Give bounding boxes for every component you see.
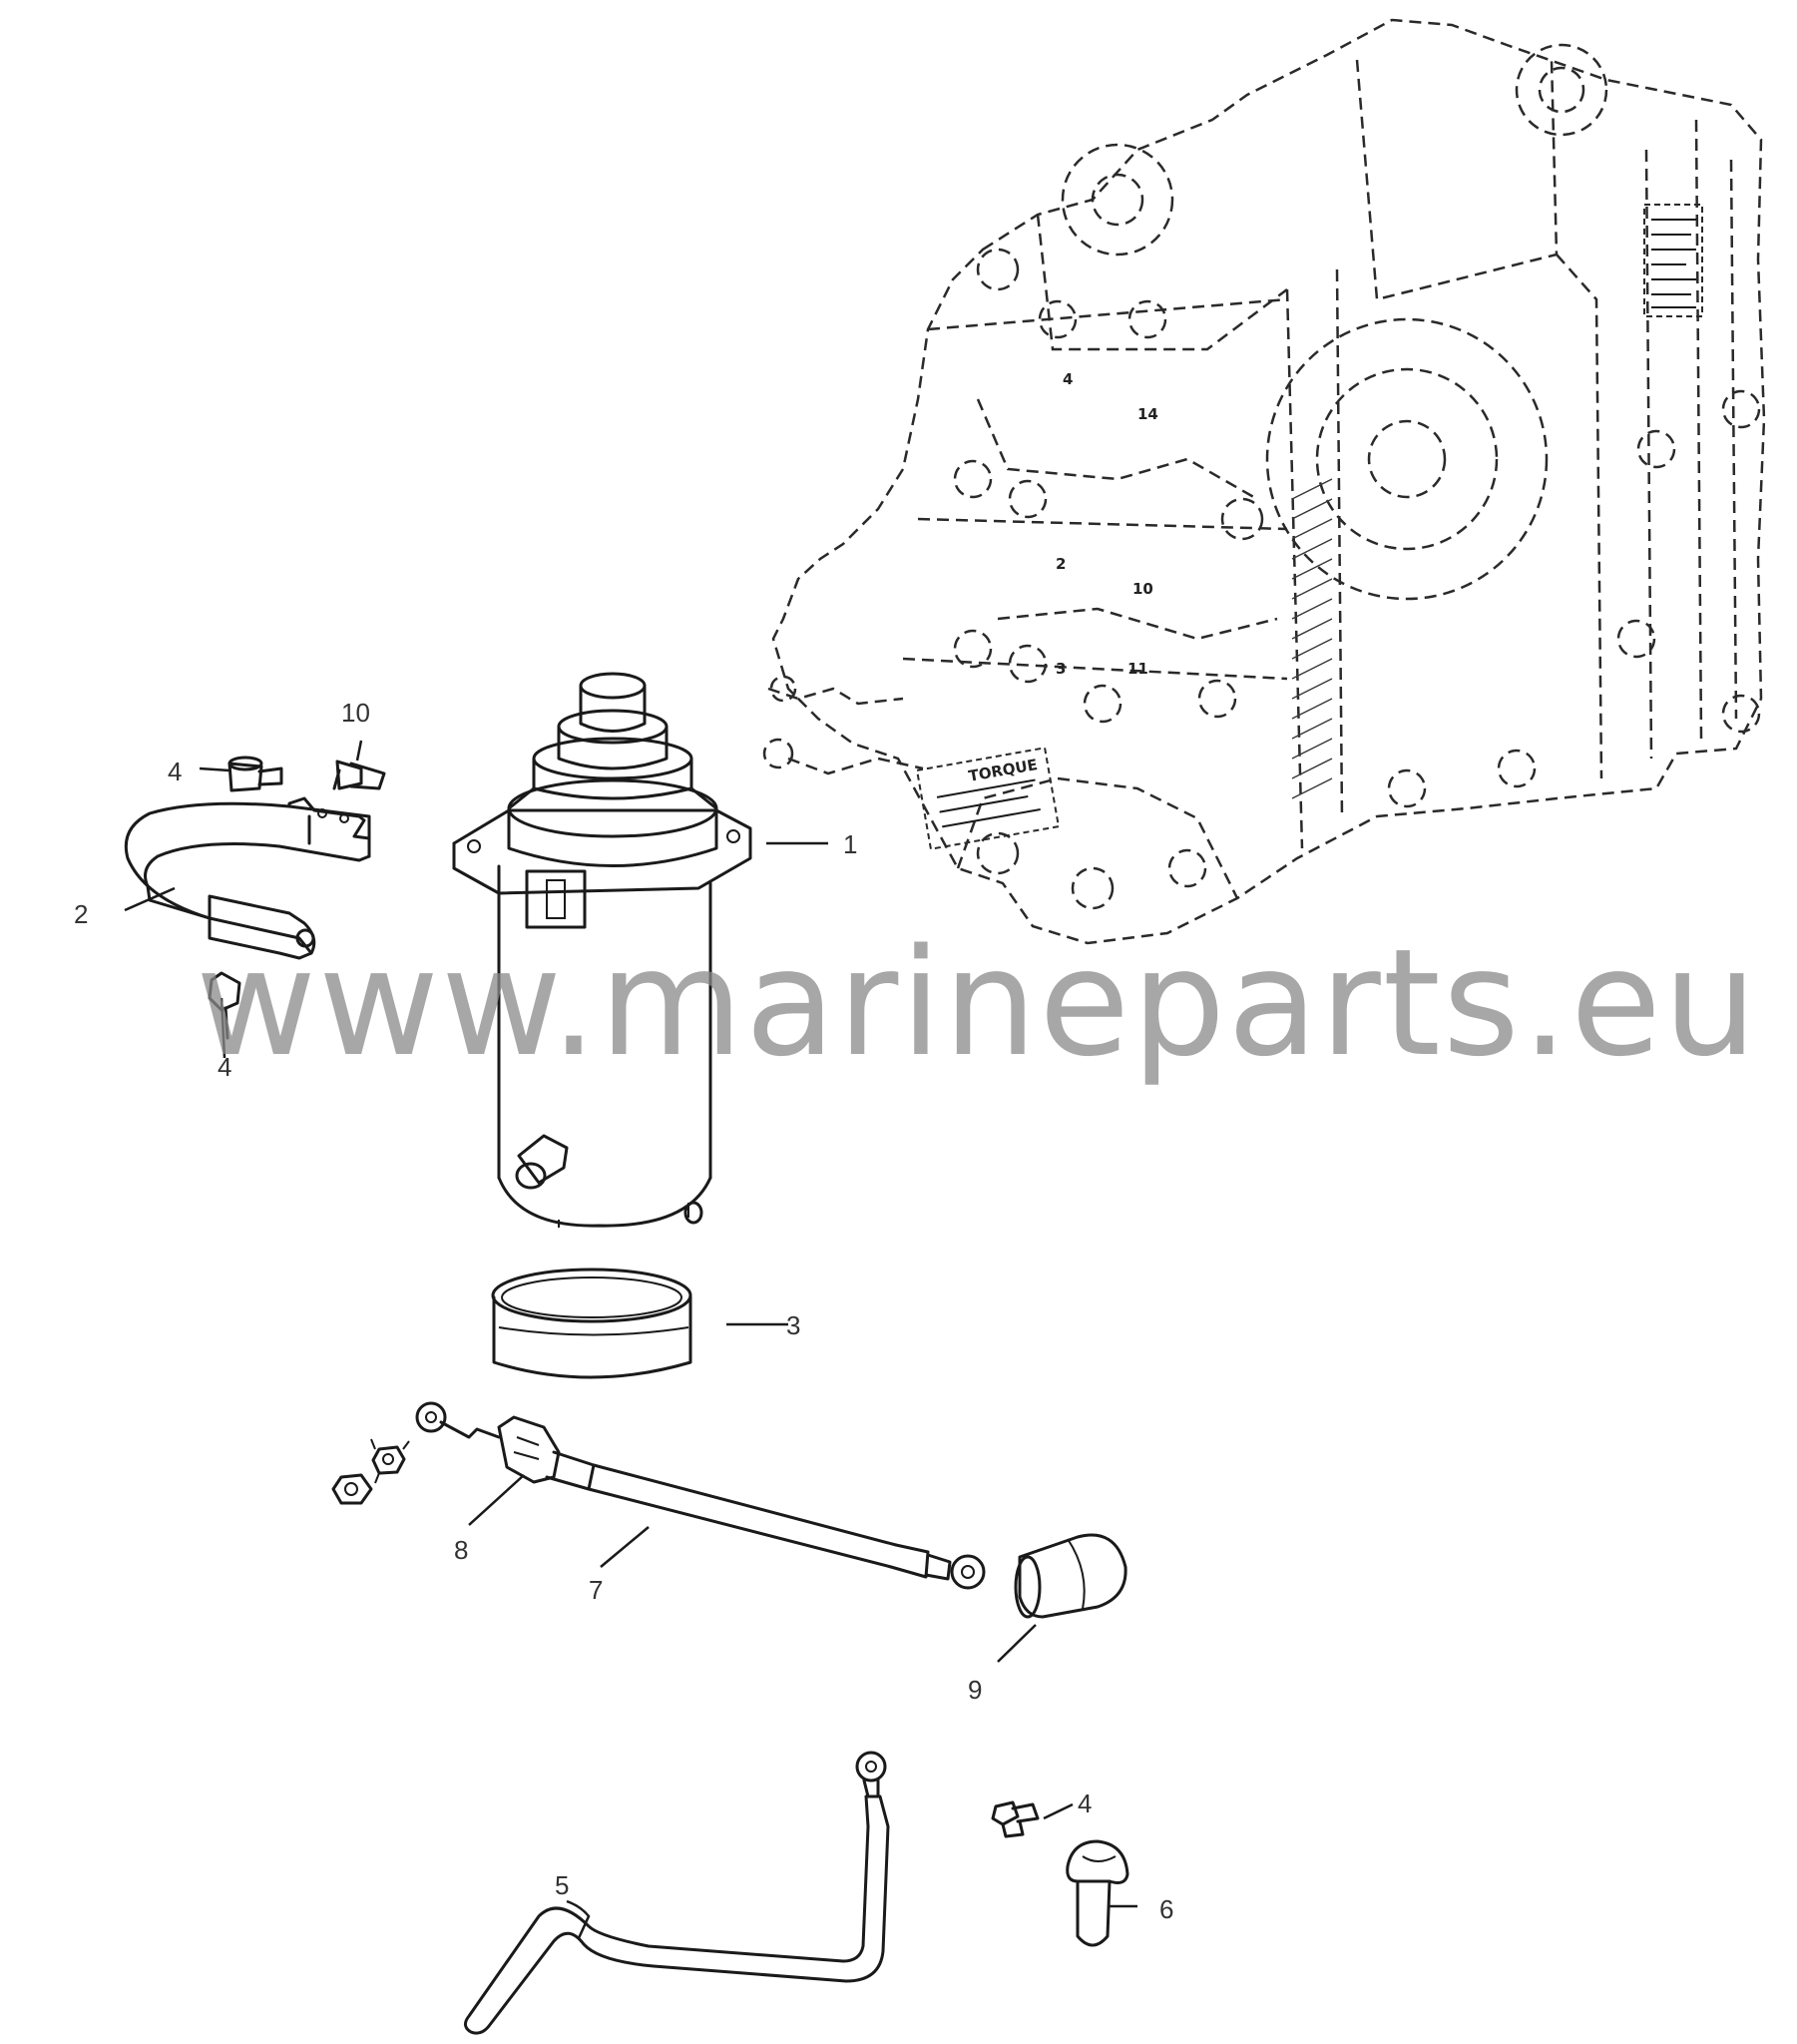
callout-6: 6 bbox=[1159, 1894, 1173, 1924]
engine-label-4: 4 bbox=[1063, 370, 1073, 388]
leader-lines bbox=[124, 740, 1137, 1939]
callout-2: 2 bbox=[74, 899, 88, 929]
rubber-cap[interactable] bbox=[1066, 1839, 1129, 1947]
watermark-text: www.marineparts.eu bbox=[196, 917, 1759, 1089]
engine-label-3: 3 bbox=[1056, 660, 1066, 678]
engine-label-block bbox=[1643, 204, 1703, 317]
engine-label-2: 2 bbox=[1056, 555, 1066, 573]
callout-9: 9 bbox=[968, 1675, 982, 1705]
callout-7: 7 bbox=[589, 1575, 603, 1605]
gasket-hatching bbox=[1291, 478, 1333, 799]
bolt-upper[interactable] bbox=[227, 756, 283, 792]
callout-numbers: 1 2 3 4 4 4 5 6 7 8 9 10 bbox=[74, 698, 1173, 1924]
callout-10: 10 bbox=[341, 698, 370, 728]
callout-5: 5 bbox=[555, 1870, 569, 1900]
callout-4-lower-left: 4 bbox=[218, 1052, 231, 1082]
callout-3: 3 bbox=[786, 1310, 800, 1340]
starter-motor[interactable] bbox=[452, 672, 752, 1228]
bolt-lower-right[interactable] bbox=[991, 1800, 1040, 1838]
callout-1: 1 bbox=[843, 829, 857, 859]
engine-label-10: 10 bbox=[1132, 580, 1153, 598]
terminal-nut[interactable] bbox=[331, 1438, 410, 1505]
engine-label-14: 14 bbox=[1137, 405, 1158, 423]
clip-nut[interactable] bbox=[332, 760, 386, 790]
callout-4-upper: 4 bbox=[168, 757, 182, 786]
battery-cable[interactable] bbox=[415, 1401, 986, 1590]
engine-label-11: 11 bbox=[1127, 660, 1148, 678]
ground-cable[interactable] bbox=[464, 1751, 890, 2035]
callout-8: 8 bbox=[454, 1535, 468, 1565]
callout-4-lower-right: 4 bbox=[1078, 1788, 1092, 1818]
engine-block-illustration: TORQUE 14 2 10 3 11 4 bbox=[762, 18, 1766, 945]
terminal-cover-boot[interactable] bbox=[1014, 1533, 1127, 1619]
rubber-collar-ring[interactable] bbox=[491, 1268, 692, 1379]
